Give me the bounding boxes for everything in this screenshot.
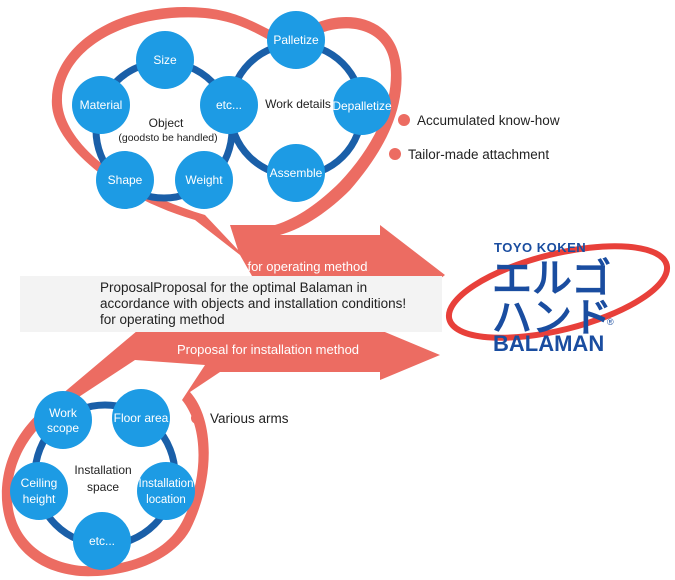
node-size-circle (136, 31, 194, 89)
node-ceiling-height-line2: height (23, 492, 56, 506)
node-ceiling-height-line1: Ceiling (21, 476, 58, 490)
node-installation-location-line1: Installation (139, 478, 194, 490)
node-material: Material (72, 76, 130, 134)
node-weight-circle (175, 151, 233, 209)
node-etc-space-label: etc... (89, 534, 115, 548)
node-etc-space: etc... (73, 512, 131, 570)
proposal-caption: ProposalProposal for the optimal Balaman… (20, 276, 442, 332)
node-palletize: Palletize (267, 11, 325, 69)
callout-accumulated: Accumulated know-how (398, 113, 560, 128)
arrow-installation-label: Proposal for installation method (177, 342, 359, 357)
node-shape-circle (96, 151, 154, 209)
node-ceiling-height: Ceiling height (10, 462, 68, 520)
logo-brand: TOYO KOKEN (494, 240, 586, 255)
callout-accumulated-label: Accumulated know-how (417, 113, 560, 128)
node-size-label: Size (153, 53, 177, 67)
node-weight-label: Weight (185, 173, 223, 187)
arrow-operating-label: Proposal for operating method (193, 259, 368, 274)
node-assemble: Assemble (267, 144, 325, 202)
node-installation-location-circle (137, 462, 195, 520)
node-material-label: Material (80, 98, 123, 112)
node-work-scope-line1: Work (49, 406, 78, 420)
balaman-logo: TOYO KOKEN エルゴ ハンド ® BALAMAN (445, 240, 671, 356)
node-etc-space-circle (73, 512, 131, 570)
node-depalletize-circle (333, 77, 391, 135)
work-center-label: Work details (265, 97, 331, 111)
callout-tailor-dot (389, 148, 401, 160)
node-depalletize: Depalletize (332, 77, 392, 135)
node-shape: Shape (96, 151, 154, 209)
node-etc-object: etc... (200, 76, 258, 134)
space-center-line2: space (87, 480, 119, 494)
callout-accumulated-dot (398, 114, 410, 126)
node-size: Size (136, 31, 194, 89)
caption-line-1: ProposalProposal for the optimal Balaman… (100, 280, 368, 295)
node-work-scope-line2: scope (47, 421, 79, 435)
node-etc-object-label: etc... (216, 98, 242, 112)
node-etc-object-circle (200, 76, 258, 134)
space-center-line1: Installation (74, 463, 131, 477)
logo-katakana-2: ハンド (492, 295, 612, 341)
node-ceiling-height-circle (10, 462, 68, 520)
node-material-circle (72, 76, 130, 134)
logo-katakana-1: エルゴ (492, 256, 611, 302)
node-assemble-label: Assemble (270, 166, 323, 180)
callout-tailor-label: Tailor-made attachment (408, 147, 549, 162)
logo-name: BALAMAN (493, 331, 604, 356)
callout-arms: Various arms (191, 411, 289, 426)
node-weight: Weight (175, 151, 233, 209)
node-palletize-circle (267, 11, 325, 69)
callout-tailor: Tailor-made attachment (389, 147, 549, 162)
callout-arms-dot (191, 412, 203, 424)
object-center-sub: (goodsto be handled) (118, 132, 217, 144)
node-installation-location: Installation location (137, 462, 195, 520)
caption-line-2: accordance with objects and installation… (100, 296, 407, 311)
callout-arms-label: Various arms (210, 411, 289, 426)
logo-registered: ® (607, 317, 614, 327)
node-depalletize-label: Depalletize (332, 99, 392, 113)
node-palletize-label: Palletize (273, 33, 319, 47)
node-work-scope: Work scope (34, 391, 92, 449)
node-work-scope-circle (34, 391, 92, 449)
node-floor-area-label: Floor area (114, 411, 169, 425)
node-assemble-circle (267, 144, 325, 202)
node-installation-location-line2: location (146, 494, 186, 506)
node-shape-label: Shape (108, 173, 143, 187)
object-center-label: Object (149, 116, 184, 130)
logo-swoosh (445, 243, 671, 341)
node-floor-area: Floor area (112, 389, 170, 447)
caption-line-3: for operating method (100, 312, 225, 327)
node-floor-area-circle (112, 389, 170, 447)
